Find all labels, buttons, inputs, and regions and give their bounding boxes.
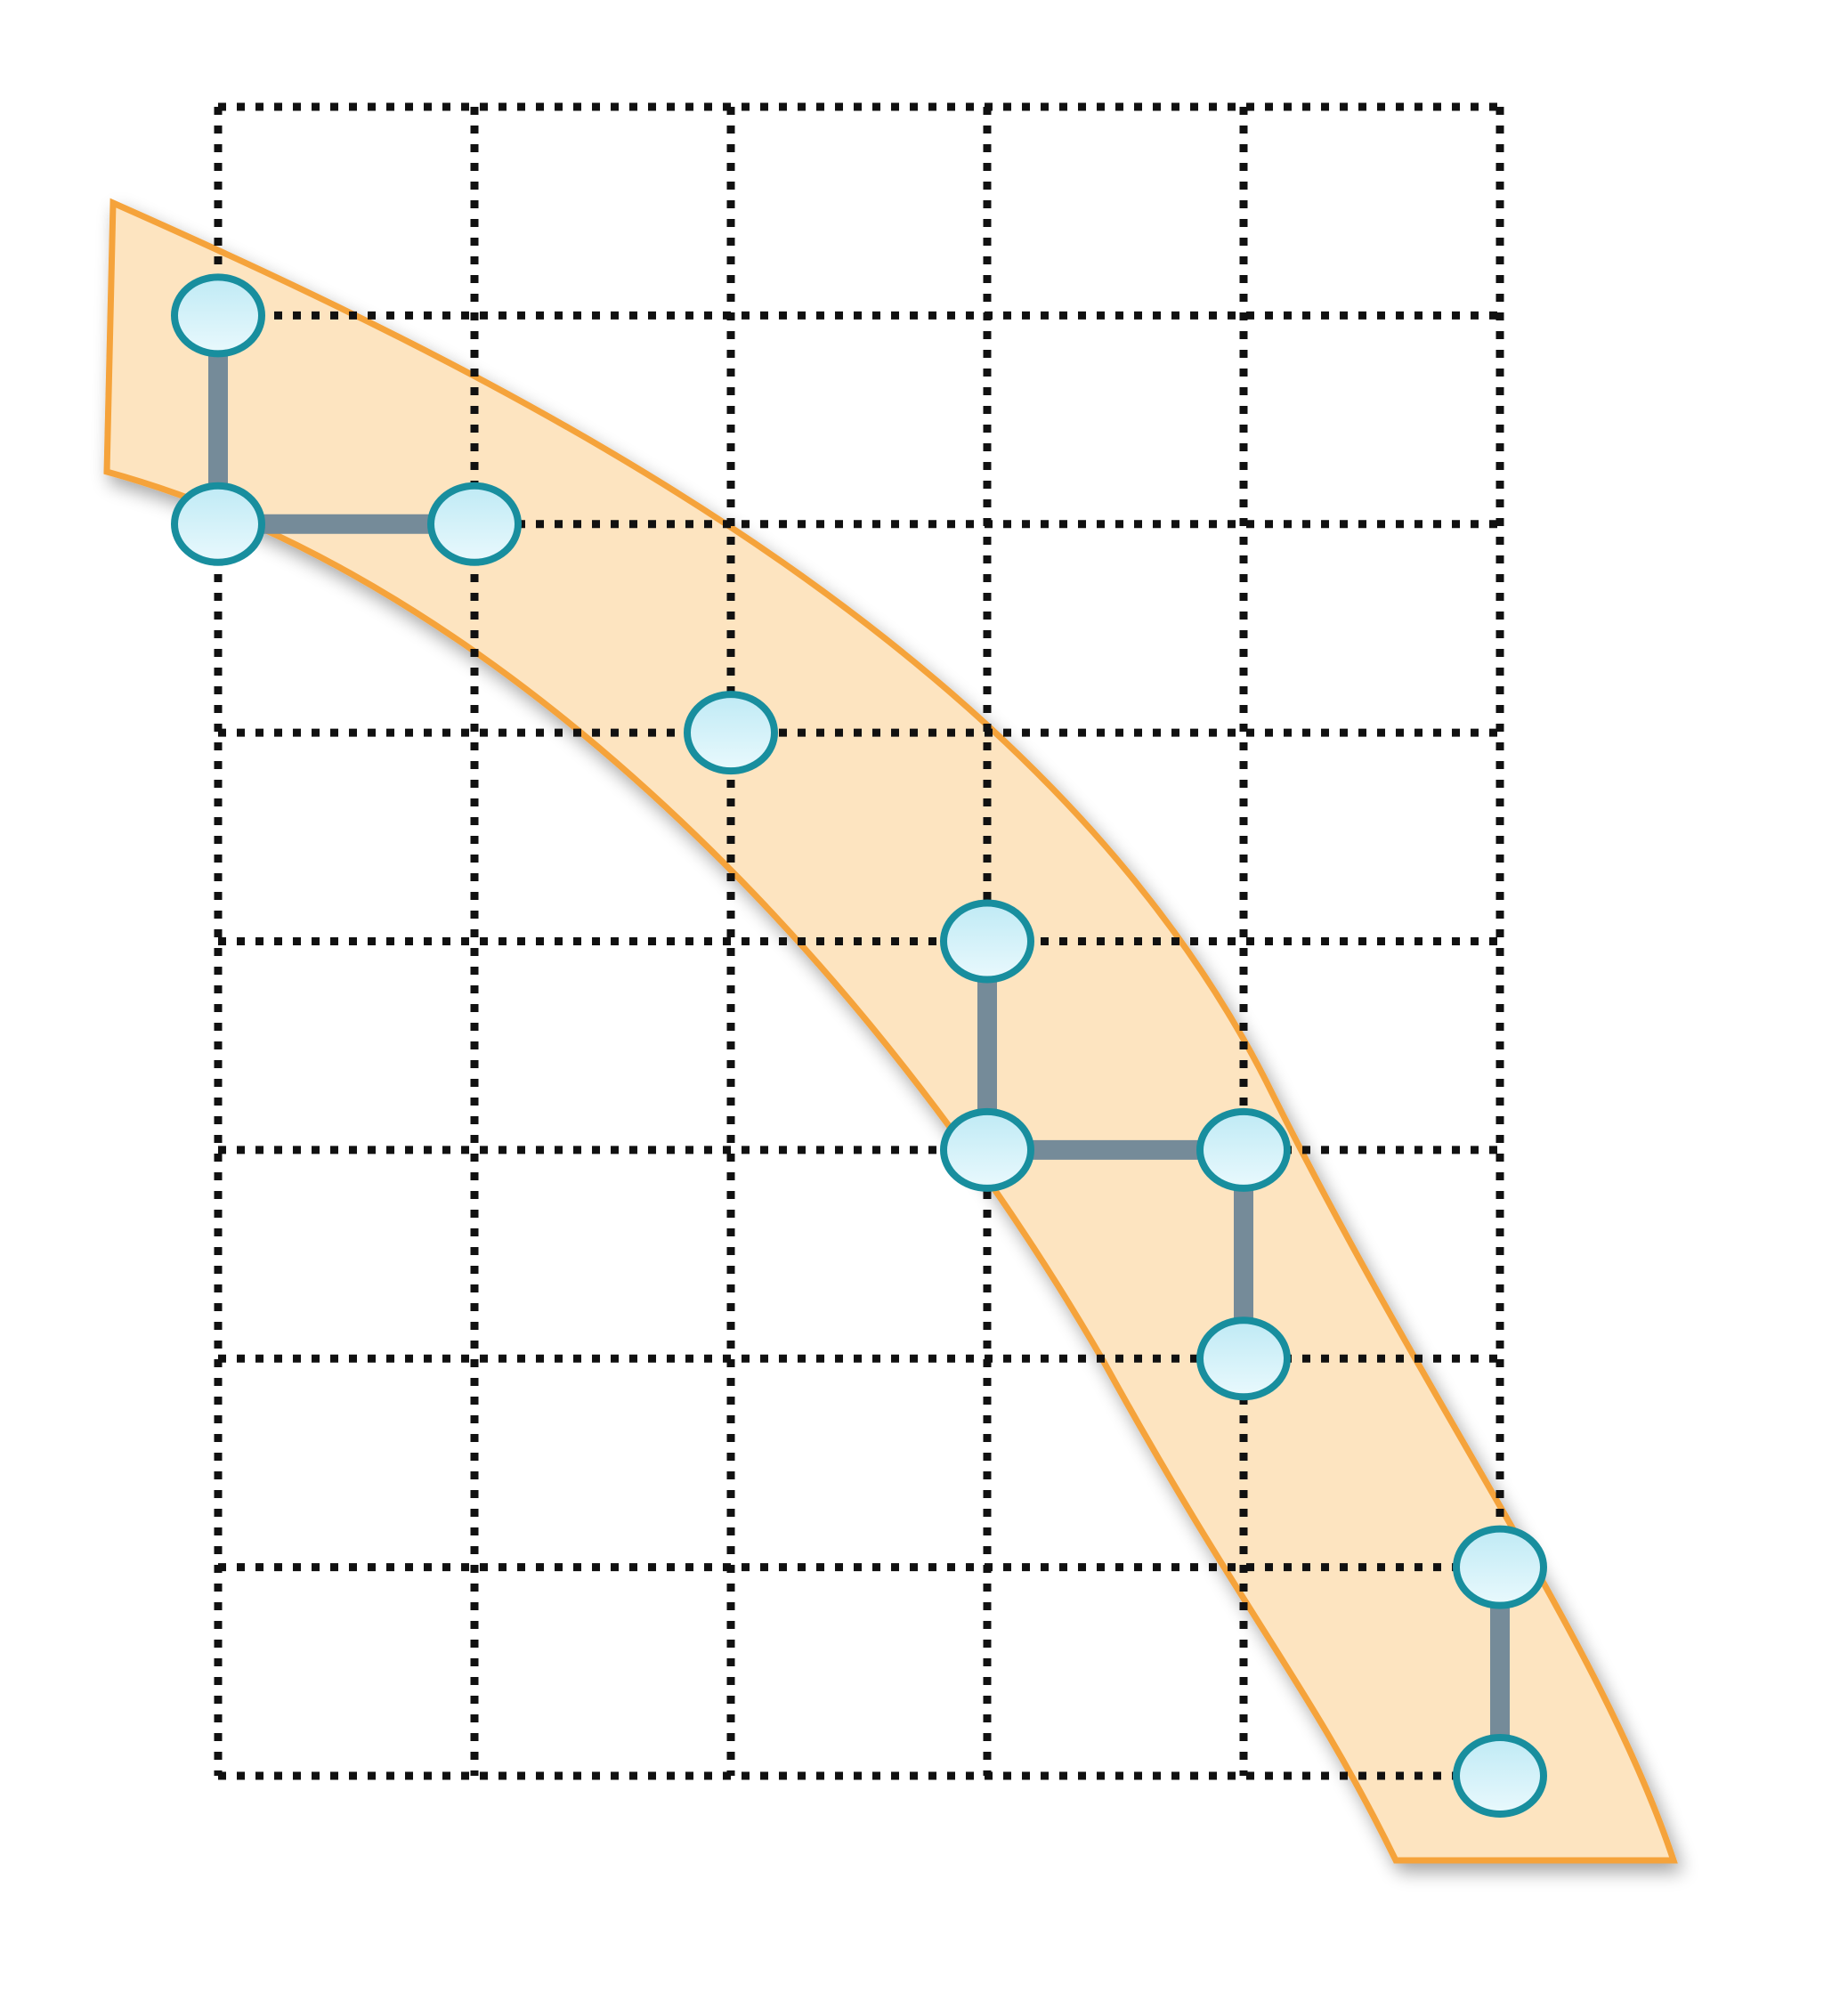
warping-window-band bbox=[103, 198, 1678, 1864]
path-node-n7 bbox=[1196, 1107, 1291, 1192]
warping-path-nodes bbox=[171, 273, 1547, 1818]
cost-matrix-grid bbox=[214, 102, 1504, 1780]
path-node-n10 bbox=[1453, 1734, 1547, 1818]
path-node-n9 bbox=[1453, 1525, 1547, 1609]
path-node-n5 bbox=[940, 899, 1034, 984]
path-node-n8 bbox=[1196, 1316, 1291, 1401]
path-node-n3 bbox=[427, 482, 522, 566]
path-node-n6 bbox=[940, 1107, 1034, 1192]
path-node-n4 bbox=[684, 691, 778, 775]
path-node-n1 bbox=[171, 273, 265, 358]
path-node-n2 bbox=[171, 482, 265, 566]
